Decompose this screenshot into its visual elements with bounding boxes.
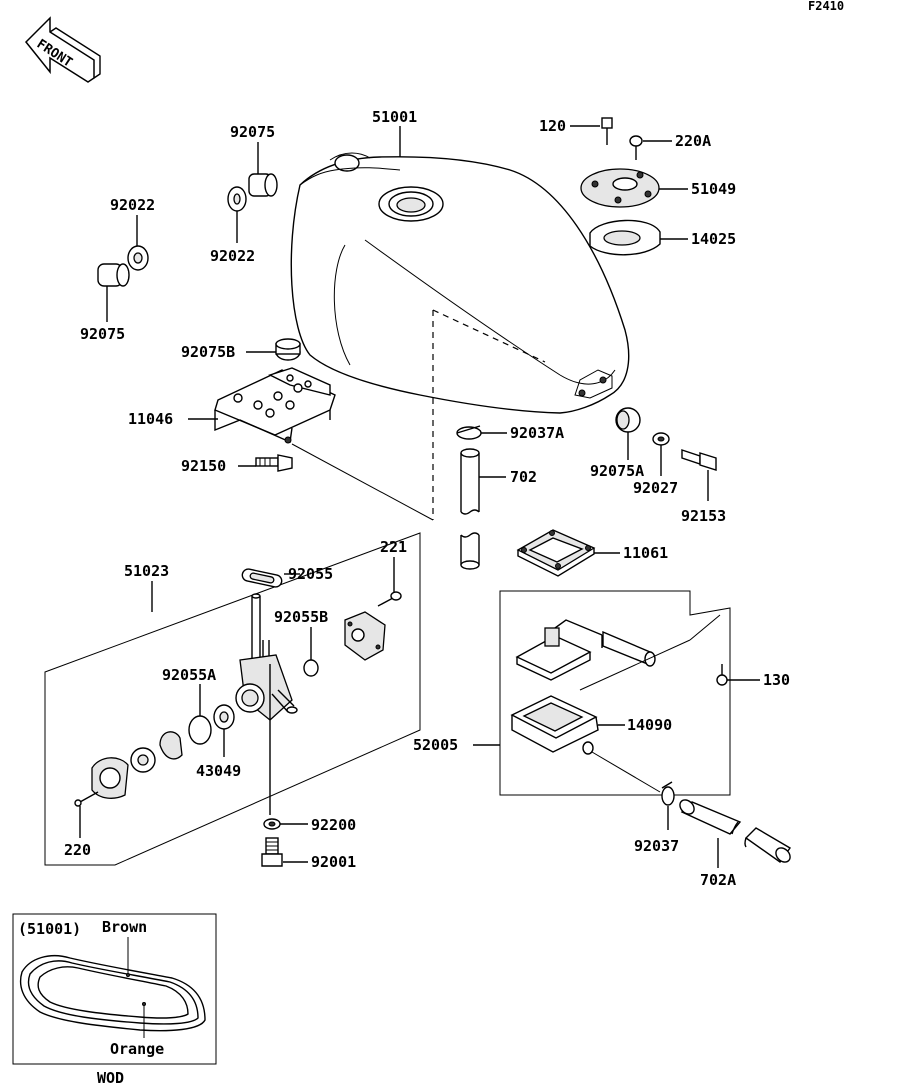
rubber-damper-top	[227, 173, 278, 212]
label-52005: 52005	[413, 736, 458, 754]
gasket-14090	[510, 695, 599, 755]
color-reference-box	[12, 913, 217, 1065]
color-orange-label: Orange	[110, 1040, 164, 1058]
label-51049: 51049	[691, 180, 736, 198]
fuel-tank-drawing	[290, 152, 630, 414]
o-ring-92055B	[303, 659, 319, 677]
color-ref-part: (51001)	[18, 920, 81, 938]
label-43049: 43049	[196, 762, 241, 780]
screw-221	[377, 591, 402, 607]
knob	[130, 731, 183, 773]
label-220: 220	[64, 841, 91, 859]
label-92075-left: 92075	[80, 325, 125, 343]
color-brown-label: Brown	[102, 918, 147, 936]
bolt-92001	[261, 837, 283, 867]
clip-92037	[661, 781, 675, 806]
washer-92200	[263, 818, 281, 830]
label-92001: 92001	[311, 853, 356, 871]
label-702A: 702A	[700, 871, 736, 889]
label-92022-left: 92022	[110, 196, 155, 214]
label-92037A: 92037A	[510, 424, 564, 442]
label-92022-top: 92022	[210, 247, 255, 265]
hose-702A	[679, 799, 792, 863]
rubber-92075A	[615, 407, 641, 433]
plate-220	[74, 757, 129, 807]
gasket-11061	[516, 529, 596, 577]
fuel-cock-box	[44, 532, 421, 866]
cap-plate-51049	[580, 168, 660, 208]
label-702: 702	[510, 468, 537, 486]
label-92055: 92055	[288, 565, 333, 583]
bolt-92153	[681, 449, 717, 471]
tank-bracket	[214, 367, 336, 444]
label-11061: 11061	[623, 544, 668, 562]
cap-gasket-14025	[589, 219, 661, 256]
gasket-92055	[241, 568, 283, 588]
cover-92055B	[344, 611, 386, 661]
tank-stripe-outline	[19, 937, 206, 1038]
clip-92037A	[456, 425, 482, 440]
label-130: 130	[763, 671, 790, 689]
o-ring-92055A	[188, 715, 212, 745]
label-92153: 92153	[681, 507, 726, 525]
screw-220A	[629, 135, 643, 160]
label-92055B: 92055B	[274, 608, 328, 626]
label-92055A: 92055A	[162, 666, 216, 684]
label-92200: 92200	[311, 816, 356, 834]
label-92075B: 92075B	[181, 343, 235, 361]
label-51023: 51023	[124, 562, 169, 580]
label-92150: 92150	[181, 457, 226, 475]
label-14090: 14090	[627, 716, 672, 734]
label-92037: 92037	[634, 837, 679, 855]
hose-702	[460, 448, 480, 570]
bolt-92150	[255, 454, 293, 472]
rubber-damper-left	[97, 245, 149, 287]
color-box-caption: WOD	[97, 1069, 124, 1087]
fuel-level-sensor	[515, 619, 656, 681]
label-221: 221	[380, 538, 407, 556]
label-51001: 51001	[372, 108, 417, 126]
front-arrow-icon: FRONT	[24, 16, 101, 83]
figure-code: F2410	[808, 0, 844, 13]
label-120: 120	[539, 117, 566, 135]
label-92075A: 92075A	[590, 462, 644, 480]
collar-92027	[652, 432, 670, 446]
label-11046: 11046	[128, 410, 173, 428]
label-14025: 14025	[691, 230, 736, 248]
rubber-cap	[275, 338, 301, 361]
label-220A: 220A	[675, 132, 711, 150]
label-92027: 92027	[633, 479, 678, 497]
fuel-cock-body	[235, 593, 298, 721]
screw-130	[716, 664, 728, 686]
fuel-gauge-box	[499, 590, 731, 796]
label-92075-top: 92075	[230, 123, 275, 141]
screw-120	[601, 117, 613, 145]
lever-43049	[213, 704, 235, 730]
